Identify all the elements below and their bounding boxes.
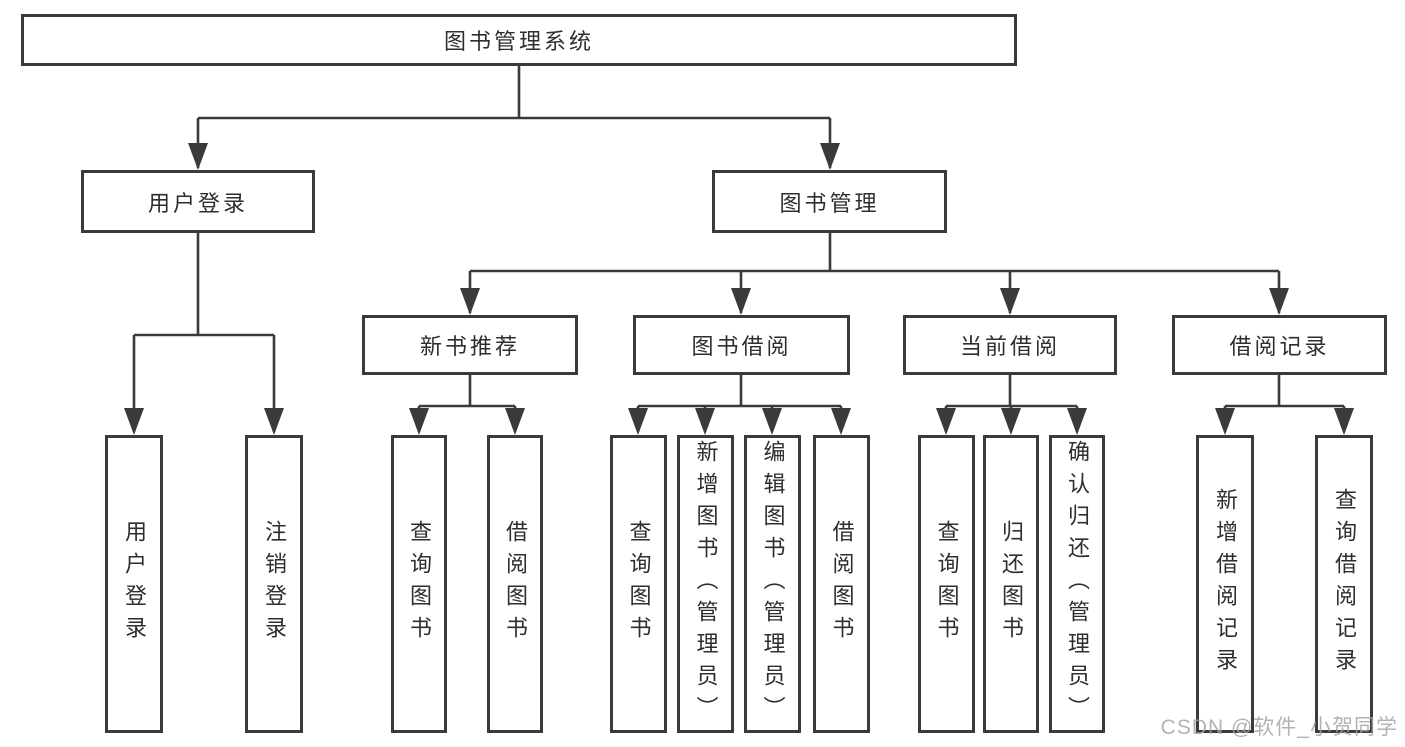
leaf-return-books: 归还图书 <box>983 435 1039 733</box>
leaf-borrow-books-recommend: 借阅图书 <box>487 435 543 733</box>
leaf-label: 编辑图书（管理员） <box>760 440 786 728</box>
leaf-logout: 注销登录 <box>245 435 303 733</box>
node-library-management-system: 图书管理系统 <box>21 14 1017 66</box>
leaf-query-books-borrowing: 查询图书 <box>610 435 667 733</box>
node-label: 借阅记录 <box>1229 334 1330 359</box>
leaf-query-borrowing-record: 查询借阅记录 <box>1315 435 1373 733</box>
node-borrowing-records: 借阅记录 <box>1172 315 1387 375</box>
csdn-watermark: CSDN @软件_小贺同学 <box>1160 716 1398 739</box>
leaf-label: 查询图书 <box>934 520 960 648</box>
leaf-query-books-current: 查询图书 <box>918 435 975 733</box>
leaf-label: 确认归还（管理员） <box>1065 440 1090 728</box>
leaf-confirm-return-admin: 确认归还（管理员） <box>1049 435 1105 733</box>
leaf-label: 注销登录 <box>262 520 287 648</box>
node-label: 图书借阅 <box>691 334 792 359</box>
arrowheads <box>124 143 1354 435</box>
leaf-query-books-recommend: 查询图书 <box>391 435 447 733</box>
leaf-add-books-admin: 新增图书（管理员） <box>677 435 734 733</box>
leaf-label: 用户登录 <box>122 520 147 648</box>
leaf-label: 查询图书 <box>626 520 652 648</box>
leaf-label: 借阅图书 <box>829 520 855 648</box>
leaf-label: 新增借阅记录 <box>1213 488 1238 680</box>
node-user-login: 用户登录 <box>81 170 315 233</box>
node-book-borrowing: 图书借阅 <box>633 315 850 375</box>
node-label: 当前借阅 <box>959 334 1060 359</box>
leaf-borrow-books-borrowing: 借阅图书 <box>813 435 870 733</box>
leaf-label: 新增图书（管理员） <box>693 440 719 728</box>
node-new-book-recommendation: 新书推荐 <box>362 315 578 375</box>
leaf-label: 归还图书 <box>999 520 1024 648</box>
leaf-label: 查询借阅记录 <box>1332 488 1357 680</box>
node-current-borrowing: 当前借阅 <box>903 315 1117 375</box>
leaf-label: 借阅图书 <box>503 520 528 648</box>
node-book-management: 图书管理 <box>712 170 947 233</box>
node-label: 用户登录 <box>147 190 248 216</box>
leaf-label: 查询图书 <box>407 520 432 648</box>
node-label: 新书推荐 <box>419 334 520 359</box>
node-label: 图书管理 <box>779 190 880 216</box>
leaf-edit-books-admin: 编辑图书（管理员） <box>744 435 801 733</box>
node-label: 图书管理系统 <box>443 29 594 54</box>
leaf-add-borrowing-record: 新增借阅记录 <box>1196 435 1254 733</box>
leaf-user-login: 用户登录 <box>105 435 163 733</box>
